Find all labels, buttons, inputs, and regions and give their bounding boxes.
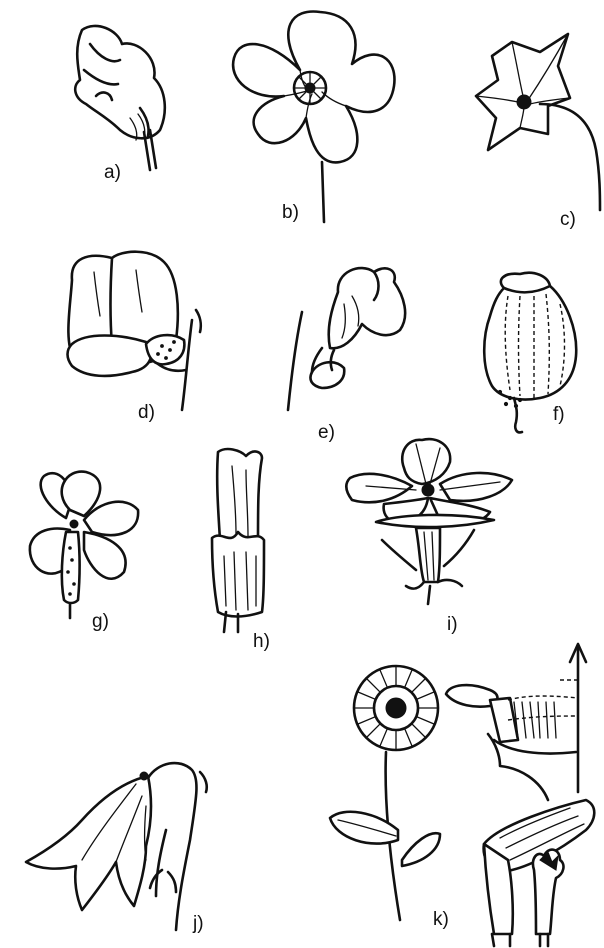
label-k: k) — [433, 910, 449, 929]
diagram-k-florets — [484, 800, 595, 946]
flower-j-bellflower — [26, 763, 207, 930]
flower-k-daisy — [330, 666, 440, 920]
label-f: f) — [553, 405, 565, 424]
flower-h-tubular — [212, 449, 264, 632]
flower-a-snapdragon — [75, 26, 165, 170]
flower-b-rose — [233, 11, 394, 222]
flower-c-star — [476, 34, 600, 210]
label-i: i) — [447, 615, 458, 634]
label-a: a) — [104, 163, 121, 182]
label-d: d) — [138, 403, 155, 422]
flower-i-carnation — [346, 439, 512, 604]
label-j: j) — [193, 914, 204, 933]
label-c: c) — [560, 210, 576, 229]
diagram-k-floret-section — [446, 644, 586, 800]
label-e: e) — [318, 423, 335, 442]
label-h: h) — [253, 632, 270, 651]
label-b: b) — [282, 203, 299, 222]
label-g: g) — [92, 612, 109, 631]
flower-d-pea — [68, 252, 201, 410]
flower-e-lipped — [288, 268, 405, 410]
flower-g-four-petal — [30, 472, 138, 618]
